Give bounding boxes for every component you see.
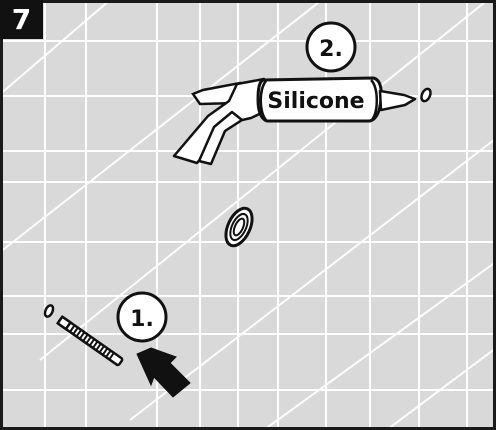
step-number: 7 bbox=[12, 3, 31, 36]
step-badge: 7 bbox=[0, 0, 43, 39]
wall-plug-small-cap bbox=[43, 304, 55, 318]
caulk-gun-label: Silicone bbox=[267, 89, 364, 114]
caulk-gun-trigger bbox=[197, 110, 244, 166]
callout-label-1: 1. bbox=[130, 307, 154, 332]
silicone-cartridge bbox=[256, 76, 383, 123]
cartridge-nozzle bbox=[378, 89, 417, 112]
callout-circle-1 bbox=[116, 291, 168, 343]
callout-circle-2 bbox=[305, 21, 357, 73]
cartridge-rear-cap bbox=[259, 80, 268, 121]
insert-arrow bbox=[136, 347, 191, 398]
wall-hole-fitting bbox=[224, 206, 254, 248]
fitting-inner-ring bbox=[232, 217, 246, 237]
callout-label-2: 2. bbox=[319, 37, 343, 62]
plug-callout: 1. bbox=[116, 291, 168, 343]
wall-plug-head bbox=[55, 314, 73, 331]
wall-plug-ribs bbox=[69, 324, 115, 360]
step-badge-background bbox=[0, 0, 43, 39]
insert-direction-arrow bbox=[136, 347, 191, 398]
cartridge-front-ring bbox=[370, 79, 378, 121]
nozzle-cap bbox=[420, 87, 432, 103]
wall-plug-assembly bbox=[43, 304, 124, 367]
silicone-callout: 2. bbox=[305, 21, 357, 73]
wall-plug bbox=[55, 314, 124, 367]
caulk-gun: Silicone bbox=[172, 76, 432, 166]
